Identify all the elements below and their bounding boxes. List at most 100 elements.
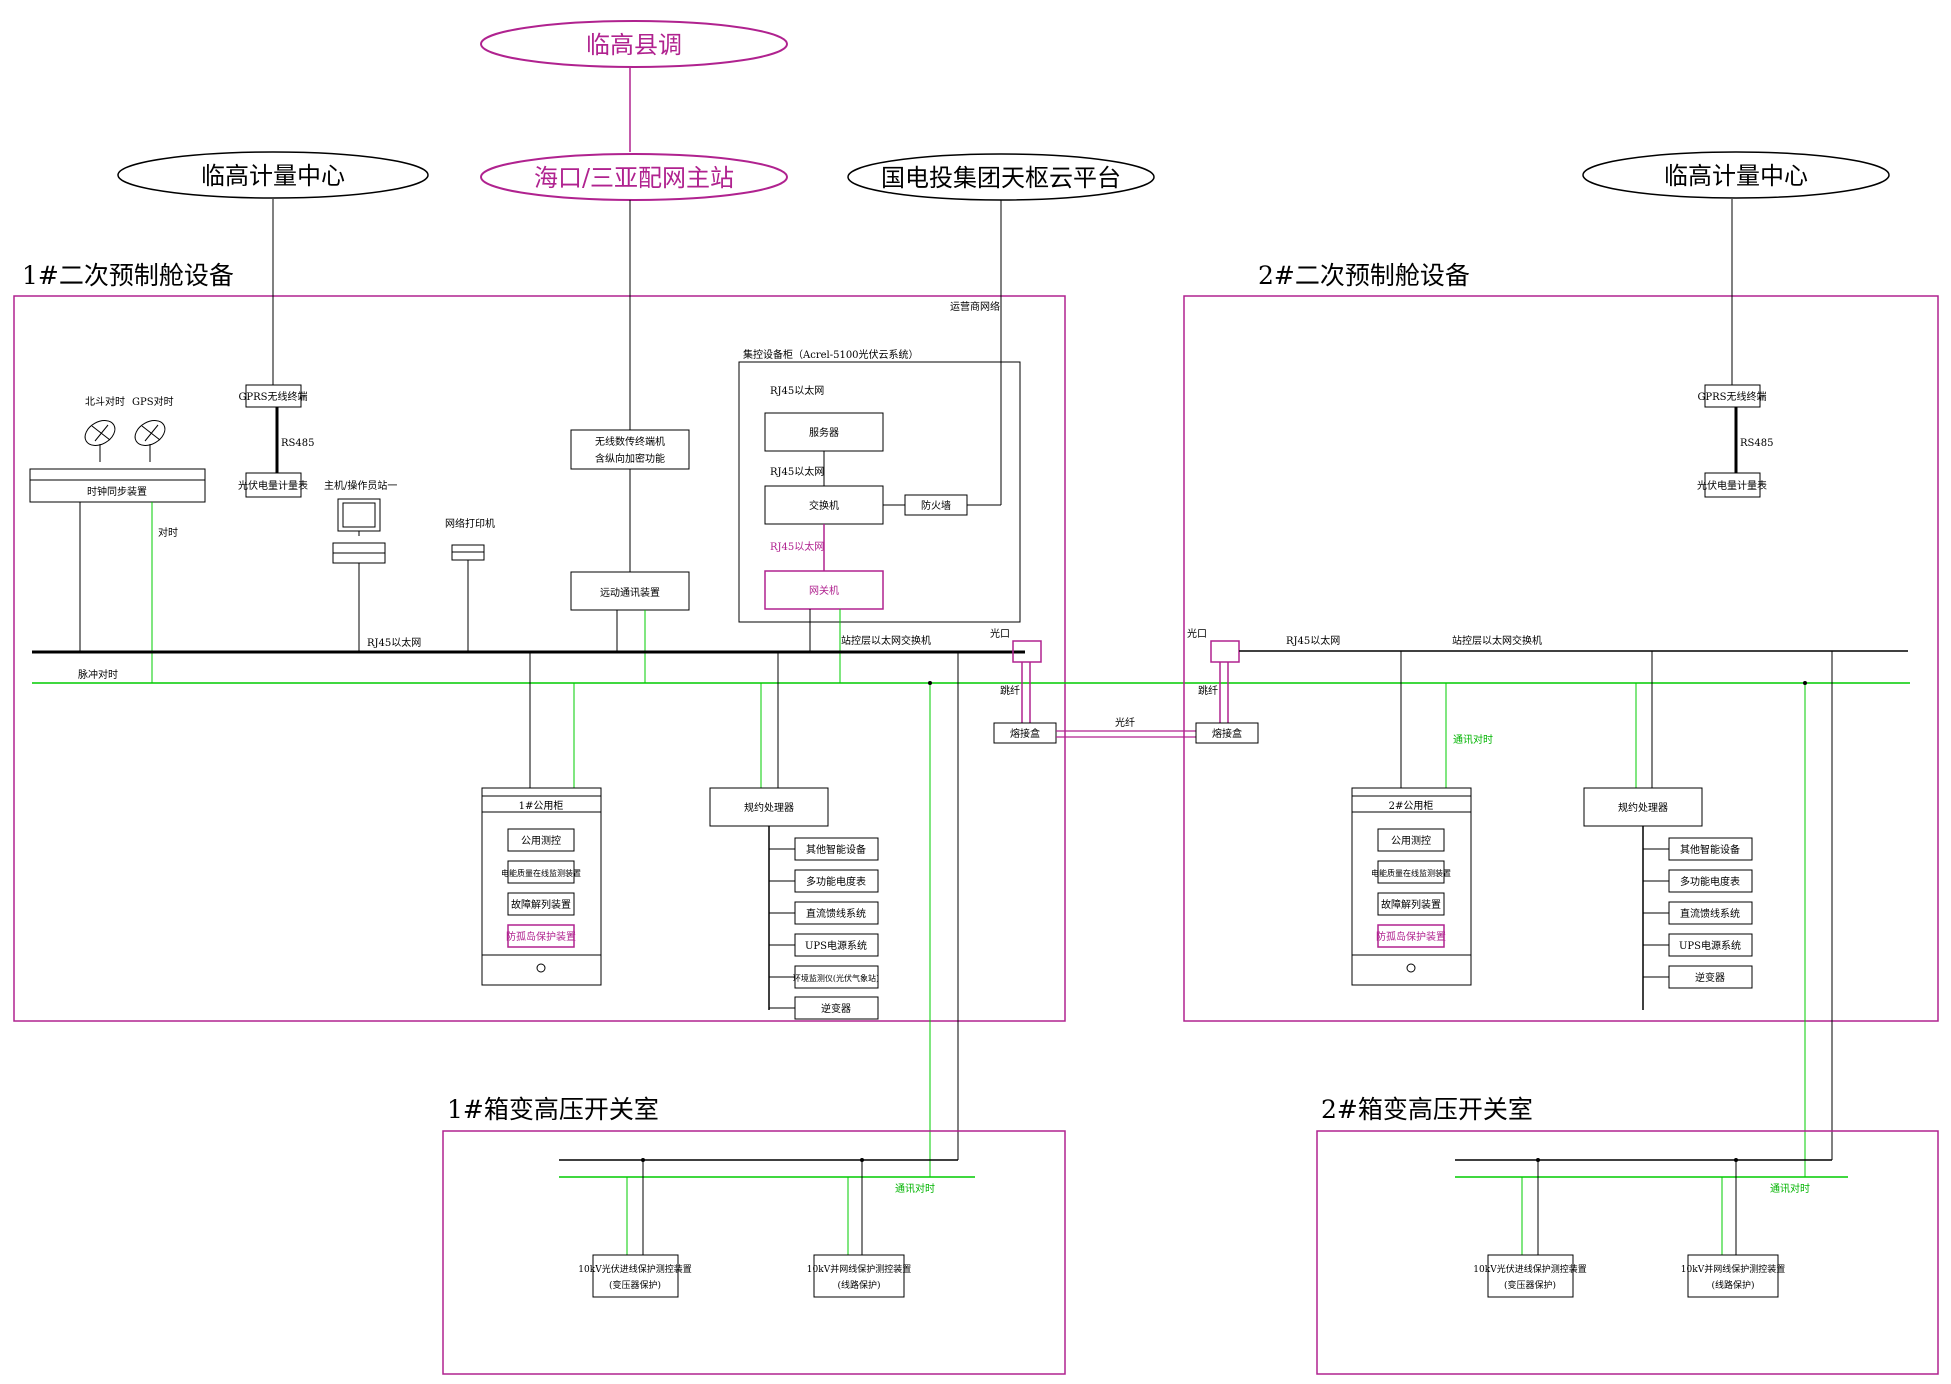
dev-line1: 10kV光伏进线保护测控装置 (1473, 1263, 1586, 1275)
protocol-label: 规约处理器 (744, 801, 794, 814)
pv-incoming-protection-1: 10kV光伏进线保护测控装置 (变压器保护) (578, 1254, 692, 1298)
cab-item: 防孤岛保护装置 (506, 930, 576, 943)
gprs-terminal-2: GPRS无线终端 (1697, 390, 1766, 403)
dev-line2: (线路保护) (837, 1279, 880, 1291)
panel2-title: 2#二次预制舱设备 (1258, 261, 1470, 290)
dev-line1: 10kV并网线保护测控装置 (1681, 1263, 1785, 1275)
switch-box: 交换机 (809, 499, 839, 512)
proto-item: UPS电源系统 (1679, 939, 1741, 952)
common-cab-title-2: 2#公用柜 (1389, 799, 1434, 812)
metering-left-node: 临高计量中心 (117, 151, 429, 199)
station-switch-label: 站控层以太网交换机 (841, 634, 931, 647)
rs485-label-2: RS485 (1740, 438, 1773, 449)
proto-item: 逆变器 (821, 1002, 851, 1015)
meter-box-2: 光伏电量计量表 (1697, 479, 1767, 492)
wireless-encrypt: 含纵向加密功能 (595, 452, 665, 465)
gps-label: GPS对时 (132, 395, 174, 408)
clock-sync-device: 时钟同步装置 (29, 468, 206, 503)
splice-box-2: 熔接盒 (1212, 727, 1242, 740)
box2-frame (1316, 1130, 1939, 1375)
rs485-label: RS485 (281, 438, 314, 449)
cabinet-title: 集控设备柜（Acrel-5100光伏云系统） (743, 348, 919, 361)
comm-sync-label-box1: 通讯对时 (895, 1182, 935, 1195)
printer-icon (451, 544, 485, 561)
cloud-platform-node: 国电投集团天枢云平台 (847, 153, 1155, 201)
firewall-box: 防火墙 (921, 499, 951, 512)
metering-right-label: 临高计量中心 (1664, 162, 1808, 190)
cab-item: 公用测控 (1391, 834, 1431, 847)
cab-item: 防孤岛保护装置 (1376, 930, 1446, 943)
common-cab-title: 1#公用柜 (519, 799, 564, 812)
panel1-title: 1#二次预制舱设备 (22, 261, 234, 290)
server-box: 服务器 (809, 426, 839, 439)
box1-frame (442, 1130, 1066, 1375)
protocol-processor-2: 规约处理器 其他智能设备 多功能电度表 直流馈线系统 UPS电源系统 逆变器 (1583, 787, 1753, 1010)
metering-right-node: 临高计量中心 (1582, 151, 1890, 199)
rj45-bus-label-2: RJ45以太网 (1286, 634, 1340, 647)
computer-icon (332, 498, 386, 564)
dev-line2: (变压器保护) (609, 1279, 661, 1291)
beidou-dish-icon (84, 420, 116, 462)
grid-line-protection-1: 10kV并网线保护测控装置 (线路保护) (807, 1254, 911, 1298)
cab-item: 电能质量在线监测装置 (1371, 868, 1451, 878)
cab-item: 公用测控 (521, 834, 561, 847)
telecontrol-device: 远动通讯装置 (600, 586, 660, 599)
station-switch-label-2: 站控层以太网交换机 (1452, 634, 1542, 647)
gprs-terminal: GPRS无线终端 (238, 390, 307, 403)
cab-item: 故障解列装置 (1381, 898, 1441, 911)
cloud-platform-label: 国电投集团天枢云平台 (881, 164, 1121, 192)
rj45-a-label: RJ45以太网 (770, 384, 824, 397)
pulse-sync-label: 脉冲对时 (78, 668, 118, 681)
host-label: 主机/操作员站一 (324, 479, 397, 492)
printer-label: 网络打印机 (445, 517, 495, 530)
proto-item: 直流馈线系统 (806, 907, 866, 920)
panel2-frame (1183, 295, 1939, 1022)
panel1-frame (13, 295, 1066, 1022)
control-cabinet (738, 361, 1021, 623)
common-cabinet-1: 1#公用柜 公用测控 电能质量在线监测装置 故障解列装置 防孤岛保护装置 (481, 787, 602, 986)
county-dispatch-node: 临高县调 (480, 20, 788, 68)
proto-item: 其他智能设备 (806, 843, 866, 856)
wireless-terminal: 无线数传终端机 (595, 435, 665, 448)
proto-item: 多功能电度表 (1680, 875, 1740, 888)
beidou-label: 北斗对时 (85, 395, 125, 408)
proto-item: 环境监测仪(光伏气象站) (793, 973, 879, 983)
gateway-box: 网关机 (809, 584, 839, 597)
gps-dish-icon (134, 420, 166, 462)
box2-title: 2#箱变高压开关室 (1321, 1095, 1533, 1124)
cab-item: 故障解列装置 (511, 898, 571, 911)
fiber-port-label-2: 光口 (1187, 627, 1207, 640)
grid-line-protection-2: 10kV并网线保护测控装置 (线路保护) (1681, 1254, 1785, 1298)
protocol-label-2: 规约处理器 (1618, 801, 1668, 814)
proto-item: 逆变器 (1695, 971, 1725, 984)
rj45-b-label: RJ45以太网 (770, 465, 824, 478)
protocol-processor-1: 规约处理器 其他智能设备 多功能电度表 直流馈线系统 UPS电源系统 环境监测仪… (709, 787, 879, 1020)
proto-item: 其他智能设备 (1680, 843, 1740, 856)
dev-line2: (变压器保护) (1504, 1279, 1556, 1291)
proto-item: UPS电源系统 (805, 939, 867, 952)
comm-sync-label-box2: 通讯对时 (1770, 1182, 1810, 1195)
comm-sync-label-2: 通讯对时 (1453, 733, 1493, 746)
dev-line1: 10kV并网线保护测控装置 (807, 1263, 911, 1275)
fiber-port-label: 光口 (990, 627, 1010, 640)
fiber-label: 光纤 (1115, 716, 1135, 729)
operator-network-label: 运营商网络 (950, 300, 1000, 313)
proto-item: 多功能电度表 (806, 875, 866, 888)
rj45-c-label: RJ45以太网 (770, 540, 824, 553)
meter-box: 光伏电量计量表 (238, 479, 308, 492)
county-dispatch-label: 临高县调 (586, 31, 682, 59)
dev-line1: 10kV光伏进线保护测控装置 (578, 1263, 691, 1275)
rj45-bus-label: RJ45以太网 (367, 636, 421, 649)
splice-box: 熔接盒 (1010, 727, 1040, 740)
pv-incoming-protection-2: 10kV光伏进线保护测控装置 (变压器保护) (1473, 1254, 1587, 1298)
proto-item: 直流馈线系统 (1680, 907, 1740, 920)
dist-master-node: 海口/三亚配网主站 (480, 153, 788, 201)
cab-item: 电能质量在线监测装置 (501, 868, 581, 878)
metering-left-label: 临高计量中心 (201, 162, 345, 190)
dev-line2: (线路保护) (1711, 1279, 1754, 1291)
sync-label: 对时 (158, 526, 178, 539)
jumper-label: 跳纤 (1000, 684, 1020, 697)
box1-title: 1#箱变高压开关室 (447, 1095, 659, 1124)
clock-sync-label: 时钟同步装置 (87, 485, 147, 498)
